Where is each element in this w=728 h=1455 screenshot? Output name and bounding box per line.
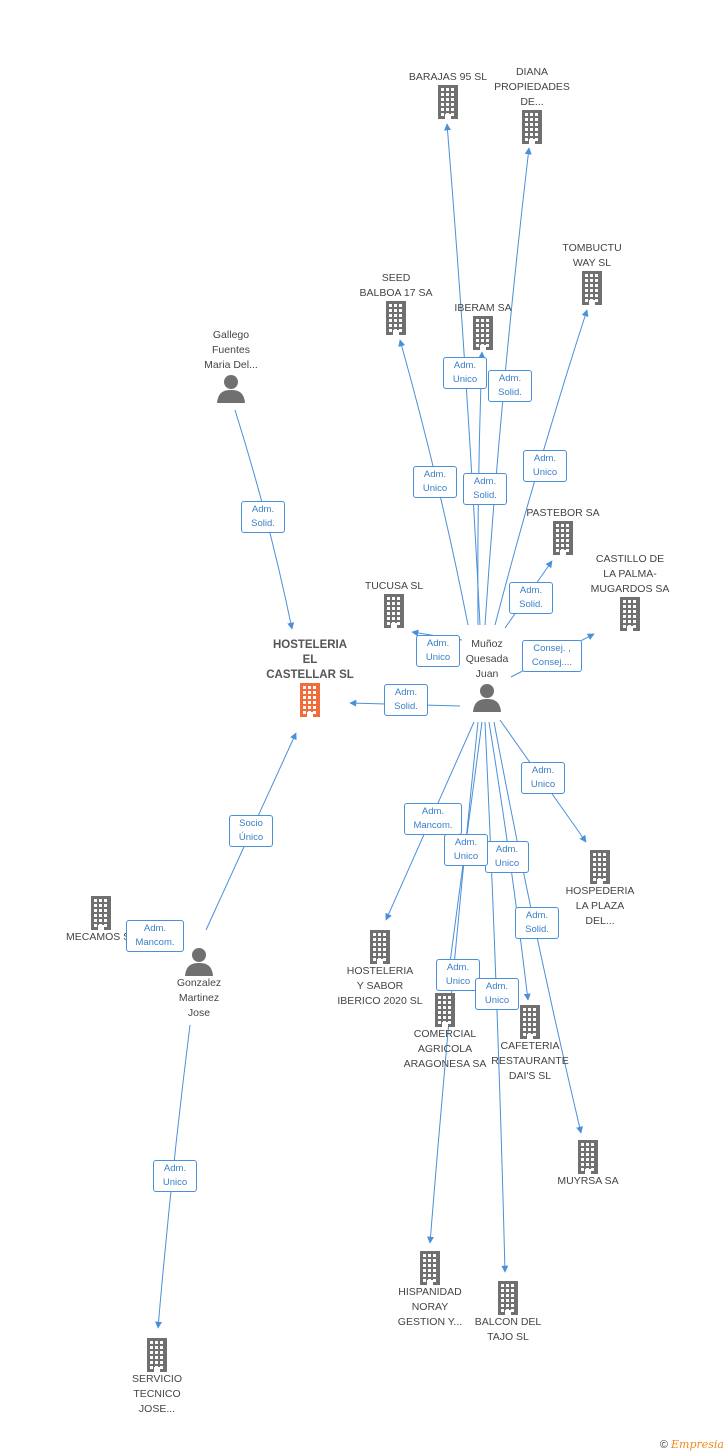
building-icon — [443, 1281, 573, 1315]
edge-label-munoz-to-diana[interactable]: Adm. Solid. — [488, 370, 532, 402]
building-icon — [467, 110, 597, 144]
person-icon — [134, 946, 264, 976]
building-icon — [365, 1251, 495, 1285]
node-label: HOSTELERIA Y SABOR IBERICO 2020 SL — [337, 965, 423, 1007]
company-node-iberam[interactable]: IBERAM SA — [418, 301, 548, 350]
node-label: IBERAM SA — [454, 302, 512, 314]
company-node-muyrsa[interactable]: MUYRSA SA — [523, 1140, 653, 1189]
node-label: SERVICIO TECNICO JOSE... — [132, 1373, 182, 1415]
building-icon — [36, 896, 166, 930]
edge-label-gonzalez-to-mecamos[interactable]: Adm. Mancom. — [126, 920, 184, 952]
company-node-hospederia[interactable]: HOSPEDERIA LA PLAZA DEL... — [535, 850, 665, 929]
node-label: TOMBUCTU WAY SL — [562, 242, 622, 269]
node-label: HOSTELERIA EL CASTELLAR SL — [266, 639, 354, 681]
person-node-munoz[interactable]: Muñoz Quesada Juan — [422, 637, 552, 712]
copyright-symbol: © — [659, 1439, 668, 1451]
company-node-balcon[interactable]: BALCON DEL TAJO SL — [443, 1281, 573, 1345]
node-label: Gallego Fuentes Maria Del... — [204, 329, 258, 371]
building-icon — [315, 930, 445, 964]
node-label: CAFETERIA RESTAURANTE DAI'S SL — [491, 1040, 569, 1082]
node-label: Muñoz Quesada Juan — [465, 638, 509, 680]
edge-label-munoz-to-pastebor[interactable]: Adm. Solid. — [509, 582, 553, 614]
edge-label-munoz-to-iberam[interactable]: Adm. Solid. — [463, 473, 507, 505]
edge-label-munoz-to-castillo[interactable]: Consej. , Consej.... — [522, 640, 582, 672]
edge-label-munoz-to-comercial[interactable]: Adm. Unico — [444, 834, 488, 866]
building-icon — [465, 1005, 595, 1039]
node-label: SEED BALBOA 17 SA — [359, 272, 433, 299]
building-icon — [418, 316, 548, 350]
company-node-castillo[interactable]: CASTILLO DE LA PALMA- MUGARDOS SA — [565, 552, 695, 631]
footer: © Empresia — [660, 1438, 724, 1451]
building-icon — [329, 594, 459, 628]
node-label: BALCON DEL TAJO SL — [474, 1316, 542, 1343]
node-label: CASTILLO DE LA PALMA- MUGARDOS SA — [590, 553, 670, 595]
node-label: PASTEBOR SA — [526, 507, 600, 519]
building-icon — [380, 993, 510, 1027]
node-label: HOSPEDERIA LA PLAZA DEL... — [565, 885, 635, 927]
building-icon — [92, 1338, 222, 1372]
edge-label-munoz-to-hostsabor[interactable]: Adm. Mancom. — [404, 803, 462, 835]
building-icon — [565, 597, 695, 631]
building-icon — [527, 271, 657, 305]
node-label: BARAJAS 95 SL — [408, 71, 488, 83]
building-icon — [245, 683, 375, 717]
building-icon — [535, 850, 665, 884]
company-node-hostsabor[interactable]: HOSTELERIA Y SABOR IBERICO 2020 SL — [315, 930, 445, 1009]
building-icon — [383, 85, 513, 119]
company-node-hispanidad[interactable]: HISPANIDAD NORAY GESTION Y... — [365, 1251, 495, 1330]
edge-label-munoz-to-tombuctu[interactable]: Adm. Unico — [523, 450, 567, 482]
company-node-seed[interactable]: SEED BALBOA 17 SA — [331, 271, 461, 335]
edge-label-gonzalez-to-servicio[interactable]: Adm. Unico — [153, 1160, 197, 1192]
company-node-cafeteria[interactable]: CAFETERIA RESTAURANTE DAI'S SL — [465, 1005, 595, 1084]
edge-label-munoz-to-hispanidad[interactable]: Adm. Unico — [436, 959, 480, 991]
edge-label-munoz-to-tucusa[interactable]: Adm. Unico — [416, 635, 460, 667]
person-node-gallego[interactable]: Gallego Fuentes Maria Del... — [166, 328, 296, 403]
building-icon — [498, 521, 628, 555]
edge-label-munoz-to-barajas[interactable]: Adm. Unico — [443, 357, 487, 389]
company-node-servicio[interactable]: SERVICIO TECNICO JOSE... — [92, 1338, 222, 1417]
company-node-diana[interactable]: DIANA PROPIEDADES DE... — [467, 65, 597, 144]
company-node-hosteleria[interactable]: HOSTELERIA EL CASTELLAR SL — [245, 638, 375, 717]
company-node-comercial[interactable]: COMERCIAL AGRICOLA ARAGONESA SA — [380, 993, 510, 1072]
brand-logo[interactable]: Empresia — [671, 1438, 724, 1451]
node-label: TUCUSA SL — [364, 580, 424, 592]
building-icon — [331, 301, 461, 335]
company-node-barajas[interactable]: BARAJAS 95 SL — [383, 70, 513, 119]
person-node-gonzalez[interactable]: Gonzalez Martinez Jose — [134, 946, 264, 1021]
edge-label-gonzalez-to-hosteleria[interactable]: Socio Único — [229, 815, 273, 847]
company-node-pastebor[interactable]: PASTEBOR SA — [498, 506, 628, 555]
node-label: MUYRSA SA — [557, 1175, 619, 1187]
edge-label-munoz-to-cafeteria[interactable]: Adm. Unico — [485, 841, 529, 873]
node-label: COMERCIAL AGRICOLA ARAGONESA SA — [403, 1028, 487, 1070]
person-icon — [166, 373, 296, 403]
building-icon — [523, 1140, 653, 1174]
company-node-tucusa[interactable]: TUCUSA SL — [329, 579, 459, 628]
person-icon — [422, 682, 552, 712]
edge-label-munoz-to-seed[interactable]: Adm. Unico — [413, 466, 457, 498]
node-label: Gonzalez Martinez Jose — [176, 977, 222, 1019]
company-node-mecamos[interactable]: MECAMOS SL — [36, 896, 166, 945]
edge-label-munoz-to-hosteleria[interactable]: Adm. Solid. — [384, 684, 428, 716]
node-label: DIANA PROPIEDADES DE... — [494, 66, 570, 108]
edge-label-munoz-to-muyrsa[interactable]: Adm. Solid. — [515, 907, 559, 939]
edge-label-gallego-to-hosteleria[interactable]: Adm. Solid. — [241, 501, 285, 533]
company-node-tombuctu[interactable]: TOMBUCTU WAY SL — [527, 241, 657, 305]
node-label: HISPANIDAD NORAY GESTION Y... — [397, 1286, 463, 1328]
edge-label-munoz-to-balcon[interactable]: Adm. Unico — [475, 978, 519, 1010]
edge-label-munoz-to-hospederia[interactable]: Adm. Unico — [521, 762, 565, 794]
